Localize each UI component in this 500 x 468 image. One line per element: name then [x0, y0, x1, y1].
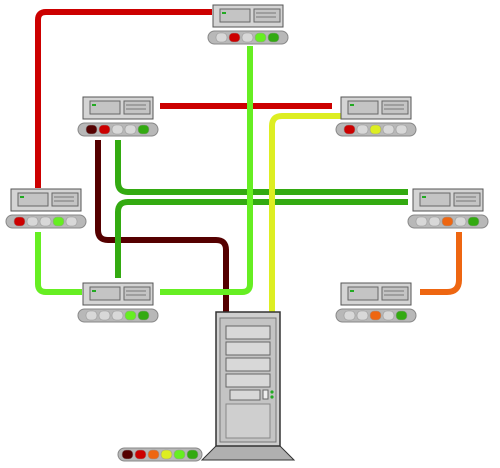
link-midleft-to-lowerleft: [35, 232, 82, 295]
drive-bay: [123, 286, 151, 301]
status-light-orange: [441, 216, 454, 227]
status-slot-empty: [85, 310, 98, 321]
server-unit: [335, 96, 417, 137]
server-unit: [77, 96, 159, 137]
status-light-green: [395, 310, 408, 321]
status-light-green: [467, 216, 480, 227]
links: [35, 9, 462, 312]
drive-bay: [89, 100, 121, 115]
status-slot-empty: [124, 124, 137, 135]
status-slot-empty: [395, 124, 408, 135]
status-slot-empty: [26, 216, 39, 227]
drive-bay: [253, 8, 281, 23]
status-slot-empty: [65, 216, 78, 227]
status-light-red: [343, 124, 356, 135]
status-slot-empty: [382, 124, 395, 135]
drive-bay: [225, 357, 271, 372]
activity-led: [92, 104, 96, 106]
floppy-drive: [229, 389, 261, 401]
server-unit: [5, 188, 87, 229]
status-slot-empty: [39, 216, 52, 227]
drive-bay: [347, 100, 379, 115]
status-legend: [117, 447, 203, 462]
drive-bay: [381, 100, 409, 115]
drive-bay: [381, 286, 409, 301]
link-lowerleft-to-midright: [115, 199, 408, 278]
activity-led: [422, 196, 426, 198]
status-light-green: [137, 124, 150, 135]
status-slot-empty: [382, 310, 395, 321]
status-light-red: [228, 32, 241, 43]
drive-bay: [225, 341, 271, 356]
status-slot-empty: [356, 310, 369, 321]
status-slot-empty: [428, 216, 441, 227]
drive-bay: [89, 286, 121, 301]
server-unit: [407, 188, 489, 229]
activity-led: [20, 196, 24, 198]
activity-led: [350, 290, 354, 292]
drive-bay: [453, 192, 481, 207]
power-led: [270, 390, 274, 394]
drive-bay: [123, 100, 151, 115]
link-top-to-tower: [160, 46, 253, 295]
status-slot-empty: [111, 124, 124, 135]
status-light-orange: [369, 310, 382, 321]
legend-swatch-yellow: [160, 449, 173, 460]
server-unit: [335, 282, 417, 323]
status-light-yellow: [369, 124, 382, 135]
link-midright-to-lowerright: [420, 232, 462, 295]
drive-bay: [219, 8, 251, 23]
activity-led: [92, 290, 96, 292]
status-slot-empty: [215, 32, 228, 43]
status-light-green: [267, 32, 280, 43]
status-slot-empty: [356, 124, 369, 135]
legend-swatch-dark-red: [121, 449, 134, 460]
drive-bay: [419, 192, 451, 207]
power-button: [262, 389, 269, 400]
activity-led: [270, 395, 274, 399]
status-light-green: [137, 310, 150, 321]
status-light-light-green: [124, 310, 137, 321]
drive-bay: [51, 192, 79, 207]
activity-led: [222, 12, 226, 14]
status-light-dark-red: [85, 124, 98, 135]
link-upperleft-to-tower: [95, 140, 229, 312]
legend-swatch-orange: [147, 449, 160, 460]
drive-bay: [225, 325, 271, 340]
link-top-to-midleft: [35, 9, 212, 188]
status-light-light-green: [52, 216, 65, 227]
tower-server: [200, 311, 296, 461]
status-light-red: [13, 216, 26, 227]
status-light-light-green: [254, 32, 267, 43]
drive-bay: [347, 286, 379, 301]
server-unit: [207, 4, 289, 45]
status-slot-empty: [454, 216, 467, 227]
status-slot-empty: [415, 216, 428, 227]
status-slot-empty: [111, 310, 124, 321]
link-upperleft-to-midright: [115, 140, 408, 195]
status-slot-empty: [98, 310, 111, 321]
tower-base: [200, 445, 296, 461]
legend-swatch-light-green: [173, 449, 186, 460]
status-light-red: [98, 124, 111, 135]
legend-swatch-green: [186, 449, 199, 460]
drive-bay: [225, 373, 271, 388]
server-unit: [77, 282, 159, 323]
legend-swatch-red: [134, 449, 147, 460]
link-upperright-to-tower: [269, 113, 342, 312]
status-slot-empty: [241, 32, 254, 43]
activity-led: [350, 104, 354, 106]
status-slot-empty: [343, 310, 356, 321]
drive-bay: [17, 192, 49, 207]
